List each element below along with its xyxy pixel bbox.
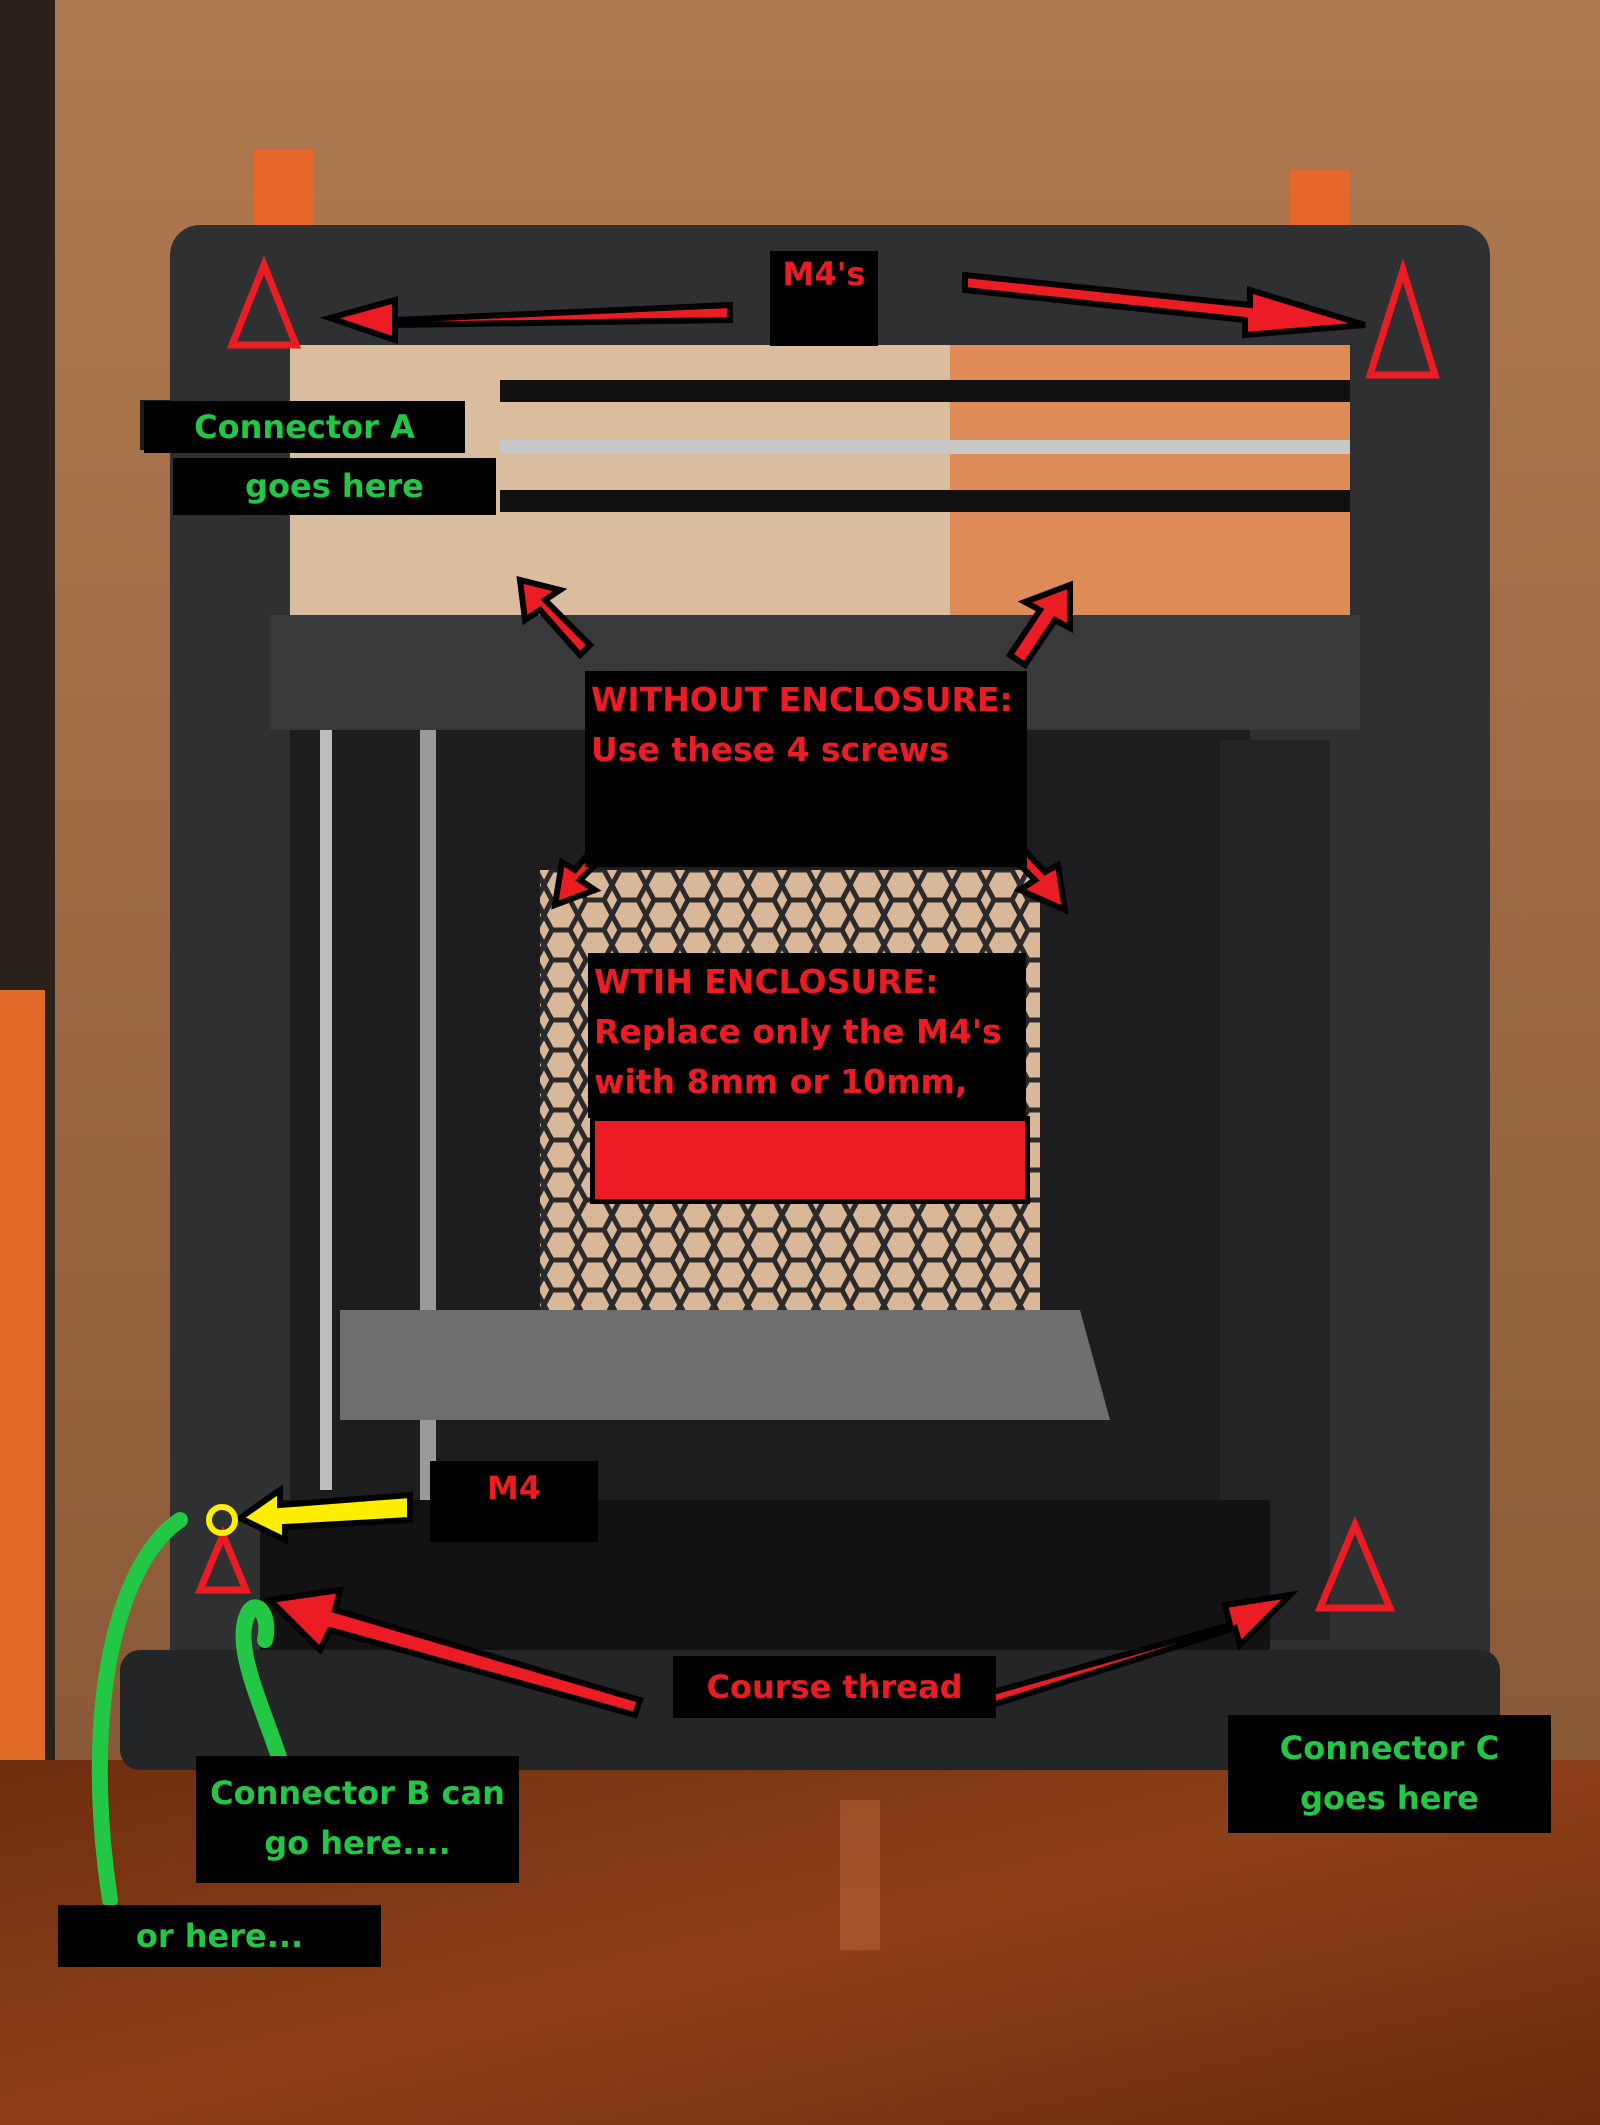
triangle-marker-icon [1365, 258, 1440, 379]
connector-a-sublabel: goes here [173, 458, 496, 515]
connector-b-line1: Connector B can [210, 1774, 505, 1812]
arrow-course-right-icon [960, 1590, 1299, 1716]
connector-a-label: Connector A [144, 401, 465, 453]
arrow-course-left-icon [263, 1586, 644, 1719]
m4-label: M4 [430, 1461, 598, 1542]
triangle-marker-icon [226, 255, 302, 349]
annotation-arrows [234, 271, 1366, 1719]
without-enclosure-text: Use these 4 screws [591, 730, 949, 769]
redaction-fill [595, 1121, 1025, 1199]
connector-b-line2: go here.... [264, 1824, 451, 1862]
circle-marker-icon [206, 1504, 238, 1536]
triangle-marker-icon [194, 1525, 252, 1594]
without-enclosure-note: WITHOUT ENCLOSURE: Use these 4 screws [585, 671, 1027, 867]
with-enclosure-line2: with 8mm or 10mm, [594, 1062, 968, 1101]
connector-c-line2: goes here [1300, 1779, 1479, 1817]
or-here-label: or here... [58, 1905, 381, 1967]
connector-c-label: Connector C goes here [1228, 1715, 1551, 1833]
arrow-up-left-icon [516, 576, 595, 660]
arrow-right-icon [962, 271, 1366, 339]
without-enclosure-title: WITHOUT ENCLOSURE: [591, 680, 1013, 719]
with-enclosure-title: WTIH ENCLOSURE: [594, 962, 939, 1001]
redacted-bar [590, 1116, 1030, 1204]
triangle-marker-icon [1314, 1515, 1396, 1612]
course-thread-label: Course thread [673, 1656, 996, 1718]
with-enclosure-note: WTIH ENCLOSURE: Replace only the M4's wi… [588, 953, 1026, 1118]
connector-b-label: Connector B can go here.... [196, 1756, 519, 1883]
screw-markers [194, 255, 1440, 1612]
green-marker-strokes [91, 1512, 288, 1908]
arrow-left-icon [319, 296, 733, 345]
arrow-m4-yellow-icon [234, 1484, 413, 1545]
connector-c-line1: Connector C [1279, 1729, 1500, 1767]
arrow-up-right-icon [1005, 580, 1073, 670]
with-enclosure-line1: Replace only the M4's [594, 1012, 1002, 1051]
m4s-label: M4's [770, 251, 878, 346]
